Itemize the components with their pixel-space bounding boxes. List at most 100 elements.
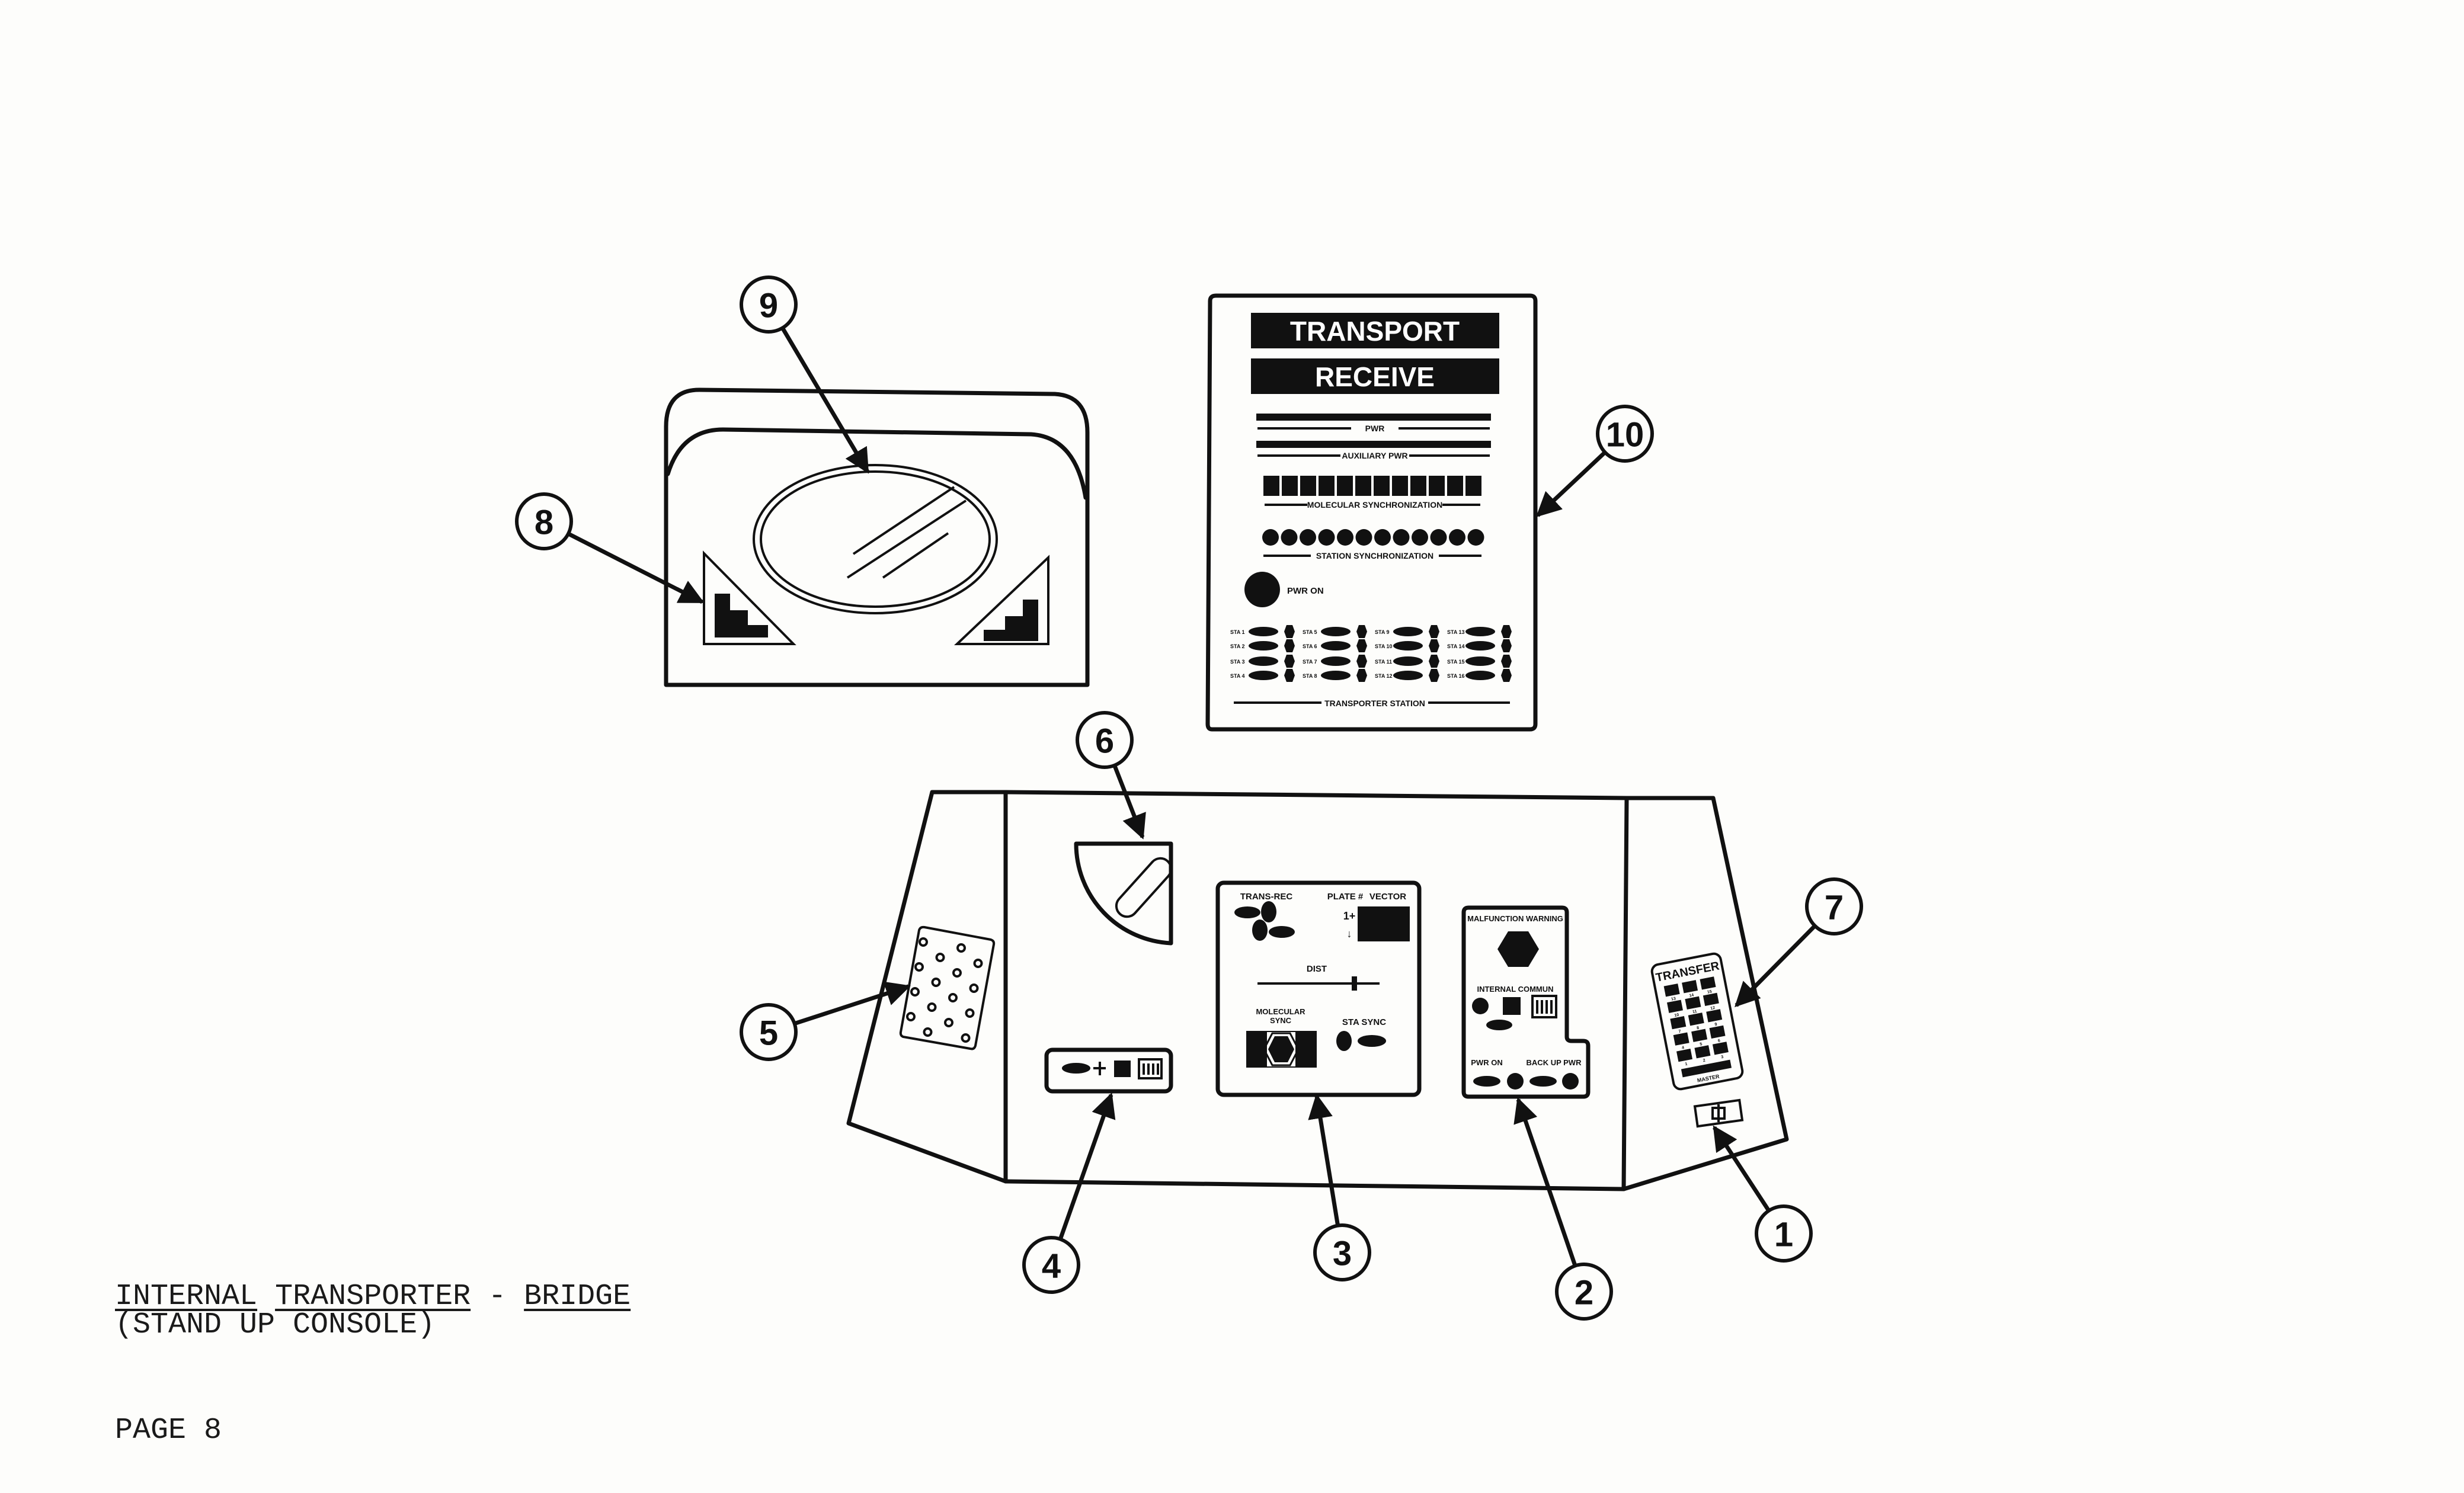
callout-number: 10 — [1606, 416, 1644, 454]
transfer-key[interactable] — [1694, 1045, 1711, 1059]
molecular-sync-square — [1319, 476, 1335, 496]
callout-circle — [740, 275, 798, 334]
molecular-sync-square — [1447, 476, 1463, 496]
station-label: STA 2 — [1230, 643, 1245, 649]
station-toggle[interactable] — [1321, 656, 1351, 666]
insignia-switch[interactable] — [1693, 1098, 1744, 1128]
right-step-button[interactable] — [984, 600, 1038, 641]
transport-indicator — [1251, 313, 1499, 348]
speaker-grille — [899, 925, 996, 1050]
station-toggle[interactable] — [1393, 641, 1423, 651]
aux-square-button[interactable] — [1114, 1061, 1131, 1077]
transfer-key[interactable] — [1709, 1025, 1726, 1039]
callout-number: 4 — [1042, 1247, 1061, 1286]
sta-sync-toggle[interactable] — [1358, 1035, 1386, 1047]
transfer-key-label: 6 — [1717, 1039, 1720, 1043]
receive-indicator — [1251, 358, 1499, 394]
callout-7: 7 — [1735, 877, 1863, 1007]
transfer-key[interactable] — [1685, 996, 1701, 1010]
station-toggle[interactable] — [1249, 627, 1278, 636]
transfer-key-label: 9 — [1714, 1023, 1717, 1027]
station-sync-light — [1393, 529, 1410, 546]
grille-hole — [973, 959, 983, 968]
station-toggle[interactable] — [1465, 656, 1495, 666]
transporter-lever-handle[interactable] — [1112, 854, 1175, 921]
molecular-sync-hexagon[interactable] — [1268, 1036, 1294, 1062]
station-sync-light — [1281, 529, 1298, 546]
backup-pwr-label: BACK UP PWR — [1527, 1058, 1582, 1067]
station-toggle[interactable] — [1249, 671, 1278, 680]
commun-toggle[interactable] — [1486, 1020, 1512, 1030]
callout-arrow — [1308, 1093, 1340, 1226]
viewscreen-glass[interactable] — [760, 470, 991, 608]
console-left-wing — [846, 790, 1008, 1184]
grille-hole — [910, 987, 920, 997]
backup-pwr-toggle[interactable] — [1529, 1076, 1557, 1087]
trans-rec-button-1[interactable] — [1234, 906, 1260, 918]
plus-icon — [1093, 1062, 1106, 1075]
station-toggle[interactable] — [1393, 627, 1423, 636]
molecular-sync-label: MOLECULAR SYNCHRONIZATION — [1307, 500, 1442, 510]
transfer-key[interactable] — [1688, 1013, 1704, 1026]
station-toggle[interactable] — [1321, 627, 1351, 636]
left-step-button[interactable] — [715, 594, 768, 637]
callout-circle — [1076, 711, 1134, 769]
master-key[interactable] — [1681, 1059, 1732, 1078]
status-panel-frame — [1205, 293, 1538, 732]
transfer-key[interactable] — [1676, 1049, 1693, 1062]
malfunction-warning-label: MALFUNCTION WARNING — [1467, 914, 1563, 923]
transfer-key[interactable] — [1663, 983, 1680, 997]
aux-toggle-button[interactable] — [1062, 1063, 1090, 1074]
transfer-key[interactable] — [1703, 992, 1719, 1006]
transfer-key[interactable] — [1691, 1029, 1708, 1042]
callout-circle — [1555, 1263, 1613, 1321]
callout-arrow — [567, 531, 705, 604]
transfer-key-label: 5 — [1700, 1042, 1703, 1047]
diagram-subtitle: (STAND UP CONSOLE) — [115, 1308, 436, 1342]
transfer-key[interactable] — [1673, 1032, 1689, 1046]
transfer-key[interactable] — [1712, 1042, 1729, 1055]
station-toggle[interactable] — [1249, 641, 1278, 651]
station-sync-light — [1318, 529, 1335, 546]
transfer-key-label: 15 — [1707, 989, 1712, 994]
pwr-on-button-2[interactable] — [1507, 1073, 1524, 1090]
glass-glare-icon — [846, 486, 967, 579]
transfer-key[interactable] — [1682, 980, 1698, 994]
transfer-key-label: 1 — [1685, 1062, 1688, 1067]
station-toggle[interactable] — [1249, 656, 1278, 666]
pwr-on-button[interactable] — [1244, 572, 1280, 607]
transfer-key[interactable] — [1670, 1016, 1687, 1030]
transfer-key[interactable] — [1700, 976, 1716, 990]
molecular-sync-square — [1263, 476, 1279, 496]
backup-pwr-button[interactable] — [1562, 1073, 1579, 1090]
station-toggle[interactable] — [1393, 656, 1423, 666]
viewscreen-outer-ring — [753, 464, 998, 614]
transfer-key-label: 4 — [1682, 1046, 1685, 1050]
right-control-triangle — [953, 555, 1049, 645]
trans-rec-button-4[interactable] — [1269, 926, 1295, 938]
callout-circle — [1596, 405, 1654, 463]
callout-1: 1 — [1713, 1125, 1813, 1263]
station-toggle[interactable] — [1321, 641, 1351, 651]
sta-sync-button[interactable] — [1336, 1031, 1352, 1051]
transfer-key[interactable] — [1706, 1009, 1723, 1023]
callout-number: 8 — [535, 504, 553, 542]
transfer-key[interactable] — [1666, 999, 1683, 1013]
station-toggle[interactable] — [1321, 671, 1351, 680]
station-indicator-hexagon — [1284, 625, 1295, 638]
malfunction-commun-panel — [1461, 905, 1591, 1099]
molecular-sync-square — [1465, 476, 1481, 496]
callout-number: 3 — [1333, 1235, 1352, 1273]
pwr-on-toggle[interactable] — [1473, 1076, 1500, 1087]
sync-label: SYNC — [1270, 1016, 1292, 1025]
station-label: STA 8 — [1303, 673, 1317, 679]
trans-rec-button-3[interactable] — [1252, 919, 1268, 941]
trans-rec-button-2[interactable] — [1261, 901, 1276, 922]
station-toggle[interactable] — [1465, 627, 1495, 636]
station-toggle[interactable] — [1465, 641, 1495, 651]
commun-button[interactable] — [1472, 998, 1489, 1014]
dist-slider-knob[interactable] — [1352, 976, 1357, 991]
commun-square-button[interactable] — [1503, 997, 1521, 1015]
station-toggle[interactable] — [1393, 671, 1423, 680]
station-toggle[interactable] — [1465, 671, 1495, 680]
